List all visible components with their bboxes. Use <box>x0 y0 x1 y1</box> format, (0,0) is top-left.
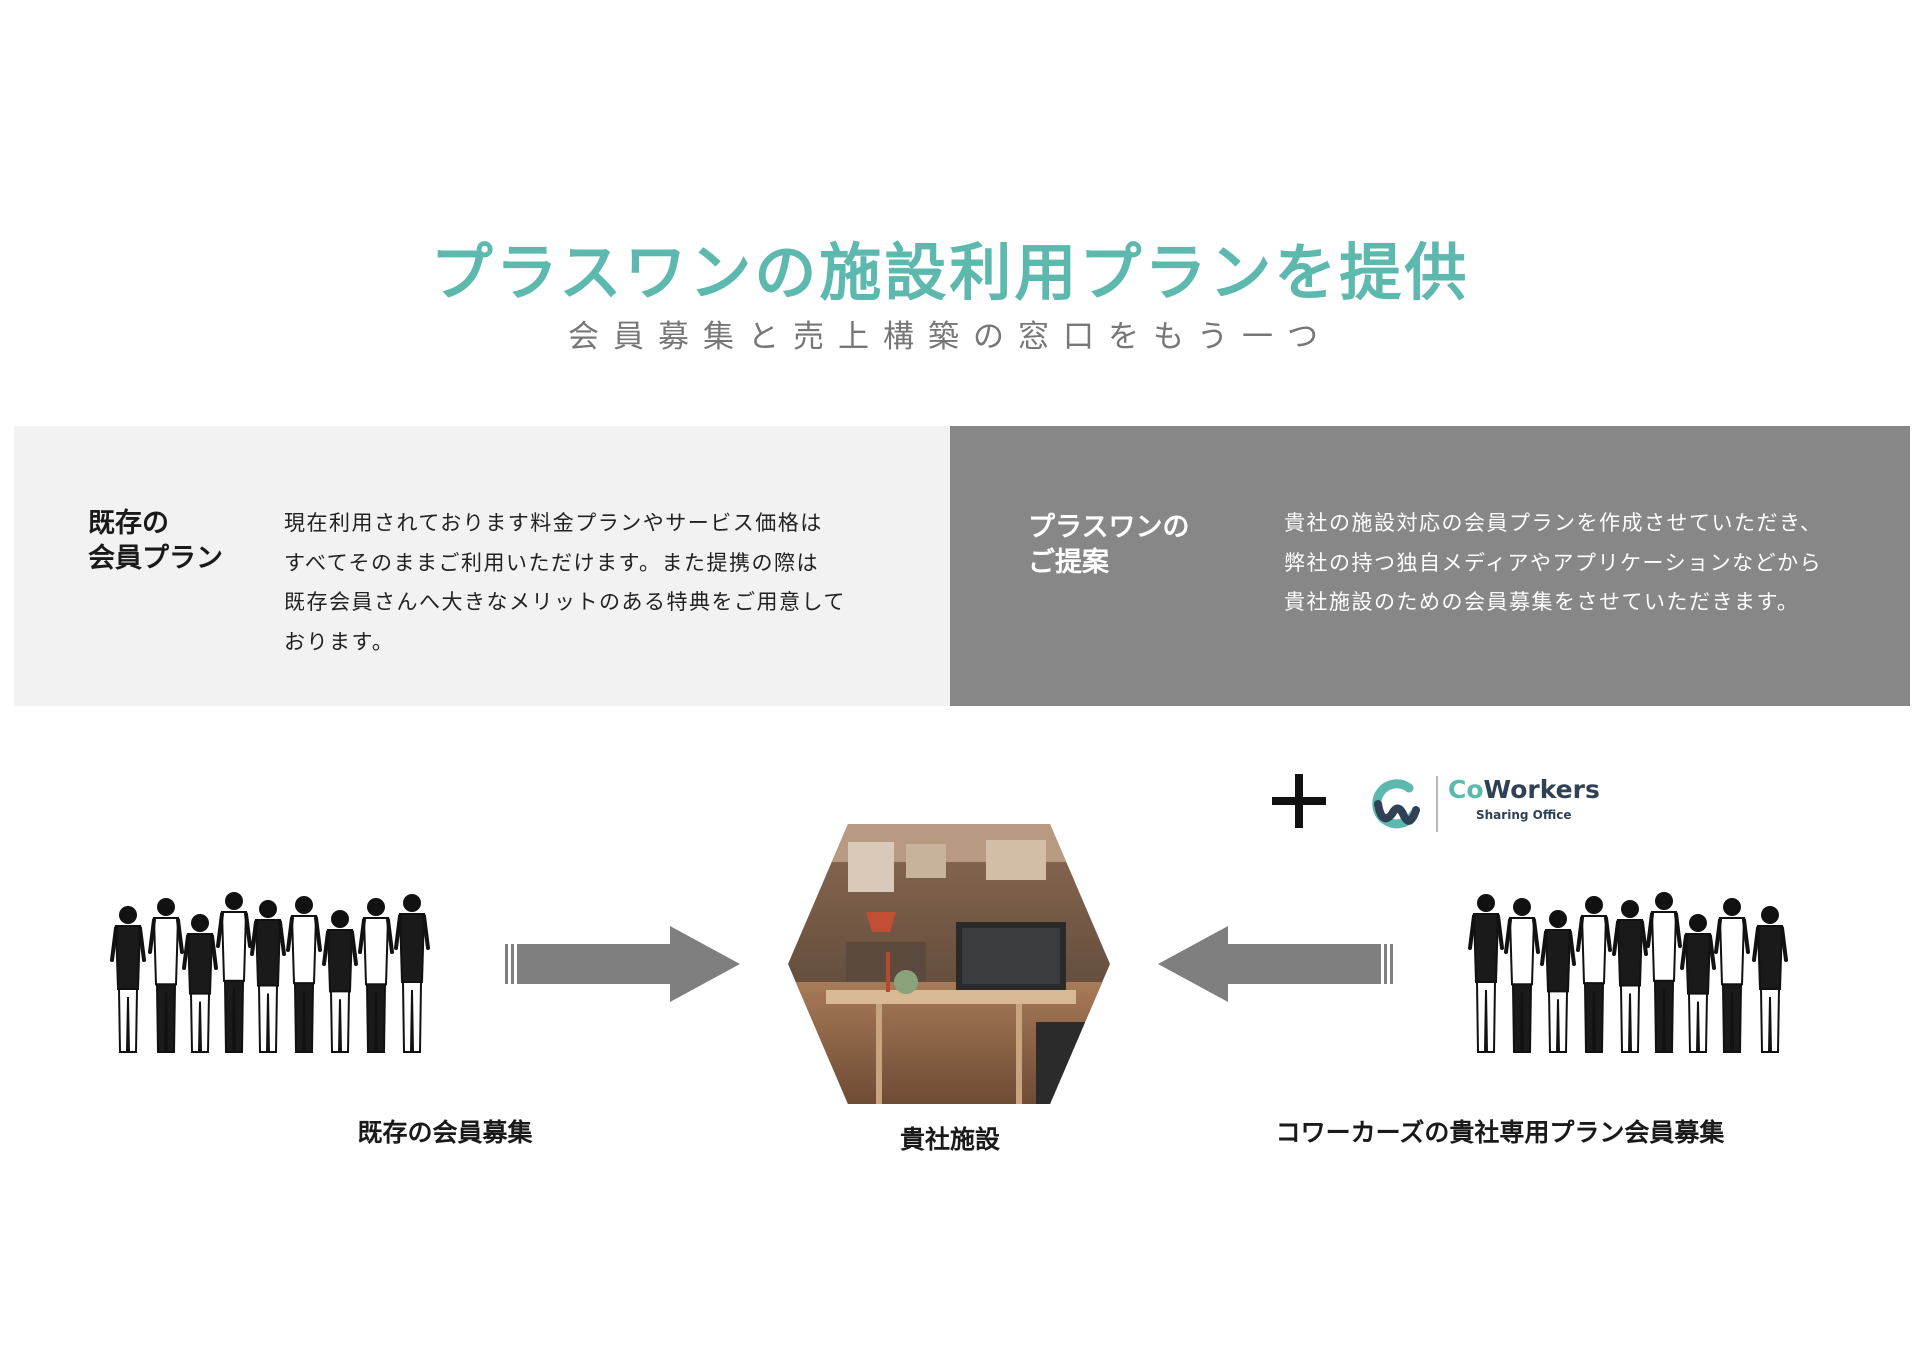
person-figure <box>1752 906 1788 1053</box>
heading-line: ご提案 <box>1028 547 1109 578</box>
heading-line: プラスワンの <box>1028 512 1190 543</box>
page-title: プラスワンの施設利用プランを提供 <box>430 236 1470 309</box>
logo-divider <box>1436 776 1438 832</box>
body-line: 弊社の持つ独自メディアやアプリケーションなどから <box>1284 550 1823 575</box>
proposal-panel: プラスワンの ご提案 貴社の施設対応の会員プランを作成させていただき、 弊社の持… <box>950 426 1910 706</box>
person-figure <box>1680 914 1716 1053</box>
page-subtitle: 会員募集と売上構築の窓口をもう一つ <box>567 319 1333 355</box>
person-figure <box>358 898 394 1053</box>
existing-plan-body: 現在利用されております料金プランやサービス価格は すべてそのままご利用いただけま… <box>284 504 904 662</box>
caption-existing-members: 既存の会員募集 <box>357 1118 533 1147</box>
body-line: 現在利用されております料金プランやサービス価格は <box>284 511 823 535</box>
body-line: 既存会員さんへ大きなメリットのある特典をご用意して <box>284 590 846 614</box>
heading-line: 会員プラン <box>88 543 223 574</box>
caption-client-facility: 貴社施設 <box>899 1125 1000 1154</box>
person-figure <box>148 898 184 1053</box>
logo-word-prefix: Co <box>1448 775 1484 804</box>
person-figure <box>1714 898 1750 1053</box>
caption-coworkers-members: コワーカーズの貴社専用プラン会員募集 <box>1275 1118 1725 1147</box>
person-figure <box>1646 892 1682 1053</box>
left-block-arrow-icon <box>1158 926 1393 1002</box>
body-line: 貴社の施設対応の会員プランを作成させていただき、 <box>1284 511 1823 535</box>
person-figure <box>394 894 430 1053</box>
coworkers-logo: CoWorkers Sharing Office <box>1364 772 1624 836</box>
person-figure <box>1612 900 1648 1053</box>
person-figure <box>110 906 146 1053</box>
plus-icon <box>1272 774 1326 828</box>
people-crowd-illustration <box>1468 892 1788 1053</box>
coworkers-logo-mark-icon <box>1372 779 1420 829</box>
body-line: すべてそのままご利用いただけます。また提携の際は <box>284 550 819 575</box>
person-figure <box>1540 910 1576 1053</box>
right-block-arrow-icon <box>505 926 740 1002</box>
person-figure <box>250 900 286 1053</box>
person-figure <box>1504 898 1540 1053</box>
person-figure <box>1468 894 1504 1053</box>
body-line: おります。 <box>284 629 395 654</box>
body-line: 貴社施設のための会員募集をさせていただきます。 <box>1284 590 1800 614</box>
logo-word-suffix: Workers <box>1483 775 1600 804</box>
heading-line: 既存の <box>88 508 169 539</box>
proposal-heading: プラスワンの ご提案 <box>1028 510 1189 580</box>
person-figure <box>286 896 322 1053</box>
person-figure <box>322 910 358 1053</box>
logo-wordmark: CoWorkers <box>1448 775 1600 804</box>
person-figure <box>216 892 252 1053</box>
office-interior-photo <box>788 824 1110 1104</box>
logo-tagline: Sharing Office <box>1476 808 1572 822</box>
people-crowd-illustration <box>110 892 430 1053</box>
proposal-body: 貴社の施設対応の会員プランを作成させていただき、 弊社の持つ独自メディアやアプリ… <box>1284 504 1884 623</box>
existing-plan-heading: 既存の 会員プラン <box>88 506 223 576</box>
person-figure <box>1576 896 1612 1053</box>
person-figure <box>182 914 218 1053</box>
existing-plan-panel: 既存の 会員プラン 現在利用されております料金プランやサービス価格は すべてその… <box>14 426 950 706</box>
